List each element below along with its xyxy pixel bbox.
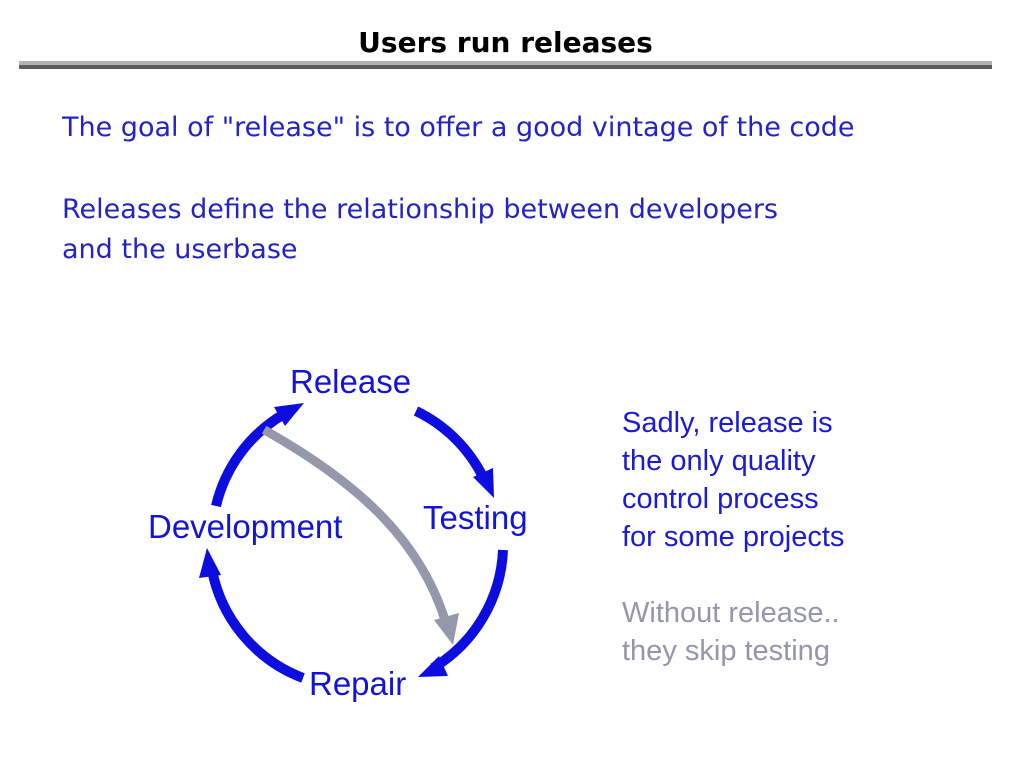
- node-release: Release: [290, 363, 412, 400]
- paragraph-define-line1: Releases define the relationship between…: [62, 194, 779, 225]
- arc-repair-to-development: [207, 569, 305, 683]
- arrowhead-to-testing-icon: [473, 468, 494, 498]
- aside-quality-line4: for some projects: [622, 521, 845, 553]
- slide-title: Users run releases: [358, 26, 653, 59]
- paragraph-goal: The goal of "release" is to offer a good…: [62, 112, 855, 143]
- node-testing: Testing: [423, 499, 528, 536]
- arrowhead-to-repair-icon: [418, 656, 448, 677]
- aside-quality-note: Sadly, release is the only quality contr…: [622, 404, 844, 556]
- aside-skip-testing-note: Without release.. they skip testing: [622, 594, 840, 670]
- node-development: Development: [148, 508, 343, 545]
- arc-release-to-testing: [413, 406, 488, 480]
- node-repair: Repair: [309, 665, 407, 702]
- aside-skip-line1: Without release..: [622, 597, 840, 629]
- paragraph-define-line2: and the userbase: [62, 234, 298, 265]
- aside-quality-line1: Sadly, release is: [622, 407, 833, 439]
- title-divider-light: [19, 61, 992, 65]
- aside-skip-line2: they skip testing: [622, 635, 830, 667]
- arc-testing-to-repair: [430, 549, 508, 673]
- paragraph-define: Releases define the relationship between…: [62, 190, 778, 270]
- aside-quality-line3: control process: [622, 483, 819, 515]
- title-divider-dark: [19, 65, 992, 69]
- aside-quality-line2: the only quality: [622, 445, 816, 477]
- arc-development-to-release: [211, 409, 287, 508]
- shortcut-arrowhead-icon: [434, 613, 459, 645]
- arrowhead-to-development-icon: [199, 548, 221, 578]
- arrowhead-to-release-icon: [274, 403, 304, 426]
